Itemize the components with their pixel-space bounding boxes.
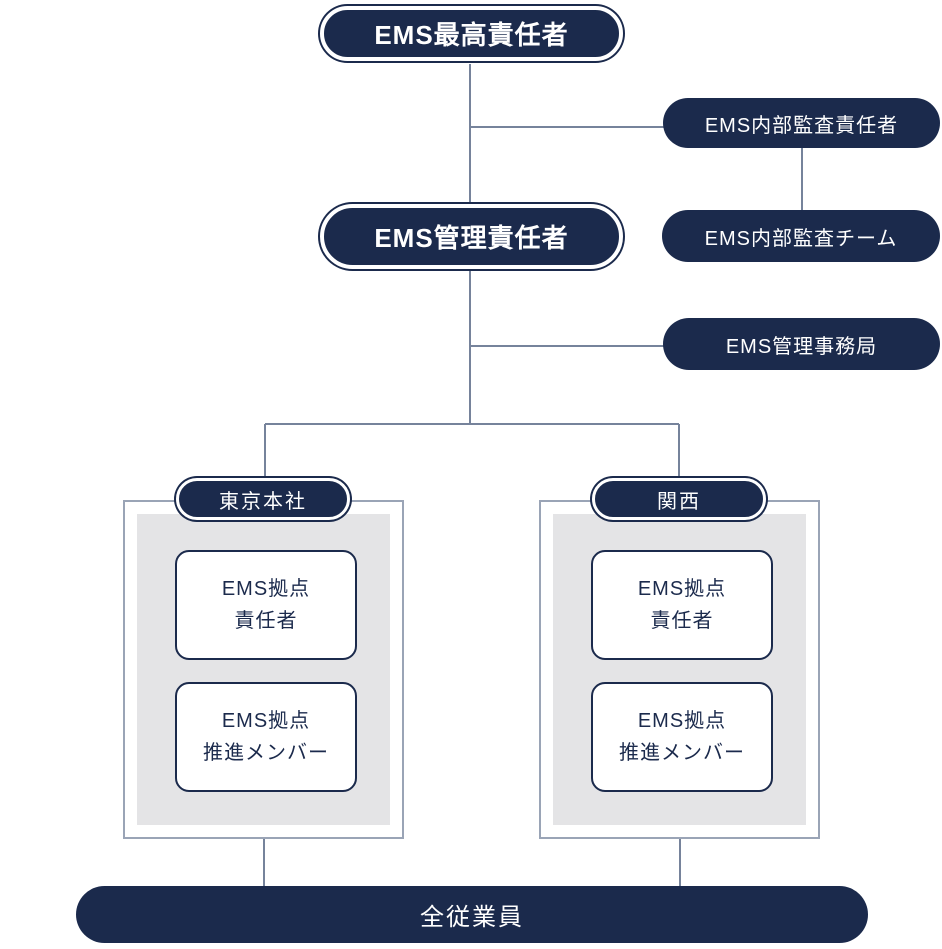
node-all-employees: 全従業員 xyxy=(76,886,868,943)
site-group-kansai: EMS拠点 責任者 EMS拠点 推進メンバー xyxy=(539,500,820,839)
node-site-tokyo: 東京本社 xyxy=(176,478,350,520)
node-top-manager: EMS最高責任者 xyxy=(320,6,623,61)
node-site-leader: EMS拠点 責任者 xyxy=(175,550,357,660)
node-site-leader: EMS拠点 責任者 xyxy=(591,550,773,660)
node-internal-audit-manager: EMS内部監査責任者 xyxy=(663,98,940,148)
node-site-members: EMS拠点 推進メンバー xyxy=(175,682,357,792)
site-group-tokyo: EMS拠点 責任者 EMS拠点 推進メンバー xyxy=(123,500,404,839)
node-ems-manager: EMS管理責任者 xyxy=(320,204,623,269)
node-site-kansai: 関西 xyxy=(592,478,766,520)
node-ems-admin-office: EMS管理事務局 xyxy=(663,318,940,370)
node-internal-audit-team: EMS内部監査チーム xyxy=(662,210,940,262)
node-site-members: EMS拠点 推進メンバー xyxy=(591,682,773,792)
